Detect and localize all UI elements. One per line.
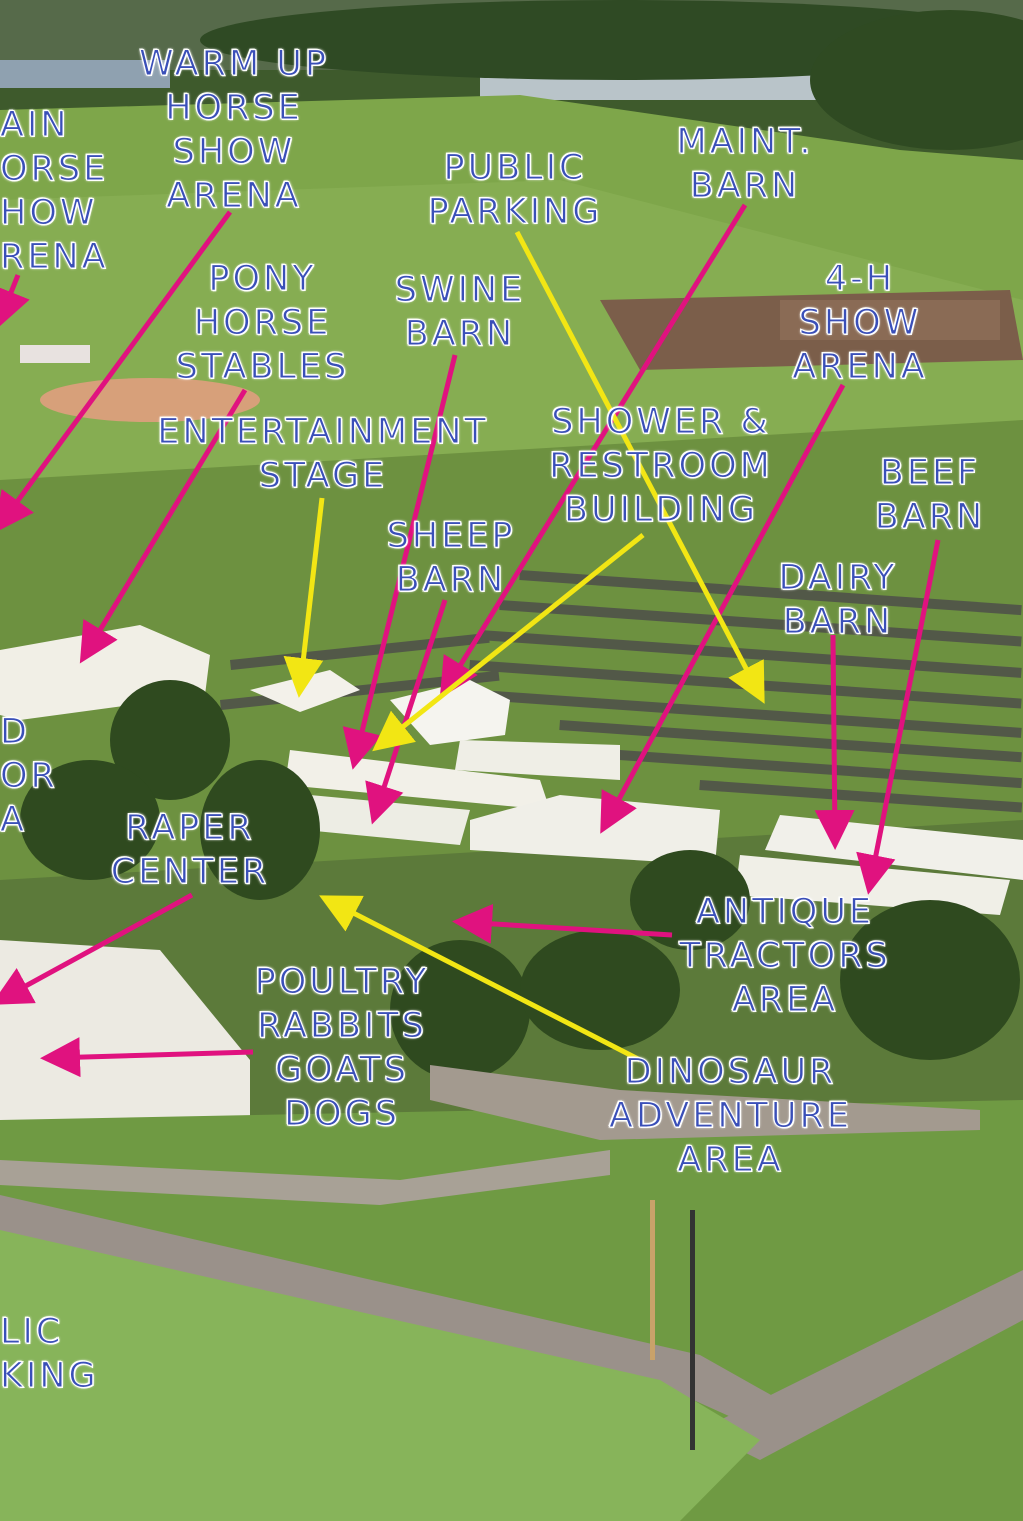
label-line: 4-H — [824, 259, 896, 300]
label-line: AREA — [677, 1140, 784, 1181]
label-shower-restroom-building: SHOWER & RESTROOM BUILDING — [530, 400, 792, 532]
label-warm-up-horse-show-arena: WARM UP HORSE SHOW ARENA — [118, 42, 350, 218]
label-pony-horse-stables: PONY HORSE STABLES — [155, 257, 370, 389]
arrow-poultry — [40, 1037, 254, 1078]
label-line: SHOW — [172, 132, 296, 173]
label-line: RABBITS — [257, 1006, 427, 1047]
label-line: BARN — [395, 560, 507, 601]
label-public-parking-top: PUBLIC PARKING — [405, 146, 625, 234]
arrow-antique-tractors — [452, 903, 673, 944]
label-line: A — [0, 800, 27, 841]
label-left-edge-arena: D OR A — [0, 710, 58, 842]
label-line: CENTER — [110, 852, 270, 893]
label-4h-show-arena: 4-H SHOW ARENA — [775, 257, 945, 389]
label-line: RAPER — [125, 808, 255, 849]
label-entertainment-stage: ENTERTAINMENT STAGE — [128, 410, 518, 498]
label-line: BARN — [874, 497, 986, 538]
label-line: ENTERTAINMENT — [157, 412, 489, 453]
label-public-parking-bottom: LIC KING — [0, 1310, 99, 1398]
label-line: DAIRY — [778, 558, 898, 599]
label-line: WARM UP — [138, 44, 329, 85]
label-line: BUILDING — [563, 490, 759, 531]
arrow-sheep-barn — [365, 599, 448, 825]
label-line: PONY — [208, 259, 317, 300]
arrow-raper-center — [0, 892, 194, 1005]
arrow-dinosaur-area — [319, 895, 642, 1063]
arrow-pony-stables — [79, 388, 248, 664]
label-maint-barn: MAINT. BARN — [655, 120, 835, 208]
label-line: HORSE — [193, 303, 332, 344]
arrow-public-parking — [514, 230, 765, 704]
label-line: ARENA — [166, 176, 302, 217]
label-line: SHEEP — [386, 516, 516, 557]
label-line: BARN — [782, 602, 894, 643]
label-raper-center: RAPER CENTER — [95, 806, 285, 894]
label-line: GOATS — [275, 1050, 409, 1091]
label-line: RENA — [0, 237, 109, 278]
label-line: AREA — [731, 980, 839, 1021]
arrow-warm-up-arena — [0, 210, 233, 534]
label-line: AIN — [0, 105, 70, 146]
label-line: BEEF — [879, 453, 981, 494]
label-poultry-rabbits-goats-dogs: POULTRY RABBITS GOATS DOGS — [228, 960, 456, 1136]
label-line: STAGE — [258, 456, 388, 497]
arrow-4h-arena — [600, 383, 846, 834]
label-antique-tractors-area: ANTIQUE TRACTORS AREA — [660, 890, 910, 1022]
label-swine-barn: SWINE BARN — [380, 268, 540, 356]
label-line: STABLES — [175, 347, 350, 388]
label-line: PUBLIC — [443, 148, 587, 189]
label-line: DOGS — [284, 1094, 400, 1135]
arrow-main-horse-arena — [0, 274, 30, 330]
label-line: HORSE — [165, 88, 303, 129]
label-line: ADVENTURE — [609, 1096, 852, 1137]
label-line: BARN — [404, 314, 516, 355]
label-line: ORSE — [0, 149, 109, 190]
arrow-maint-barn — [439, 203, 748, 699]
arrow-beef-barn — [856, 539, 941, 895]
label-line: DINOSAUR — [624, 1052, 837, 1093]
label-line: SWINE — [394, 270, 526, 311]
label-line: HOW — [0, 193, 98, 234]
label-line: KING — [0, 1356, 99, 1397]
arrow-dairy-barn — [814, 634, 855, 850]
label-line: SHOWER & — [551, 402, 771, 443]
label-line: RESTROOM — [549, 446, 773, 487]
label-line: ANTIQUE — [695, 892, 875, 933]
label-line: MAINT. — [676, 122, 814, 163]
label-line: ARENA — [792, 347, 928, 388]
label-main-horse-show-arena: AIN ORSE HOW RENA — [0, 103, 109, 279]
label-dinosaur-adventure-area: DINOSAUR ADVENTURE AREA — [588, 1050, 873, 1182]
label-line: LIC — [0, 1312, 64, 1353]
label-dairy-barn: DAIRY BARN — [758, 556, 918, 644]
label-line: SHOW — [798, 303, 922, 344]
label-beef-barn: BEEF BARN — [860, 451, 1000, 539]
label-line: D — [0, 712, 30, 753]
arrow-shower-restroom — [372, 533, 645, 752]
label-line: BARN — [689, 166, 801, 207]
label-line: PARKING — [427, 192, 603, 233]
label-line: OR — [0, 756, 58, 797]
arrow-entertainment-stage — [283, 497, 325, 698]
label-line: TRACTORS — [679, 936, 891, 977]
arrow-swine-barn — [342, 354, 458, 770]
label-line: POULTRY — [254, 962, 430, 1003]
label-sheep-barn: SHEEP BARN — [370, 514, 532, 602]
